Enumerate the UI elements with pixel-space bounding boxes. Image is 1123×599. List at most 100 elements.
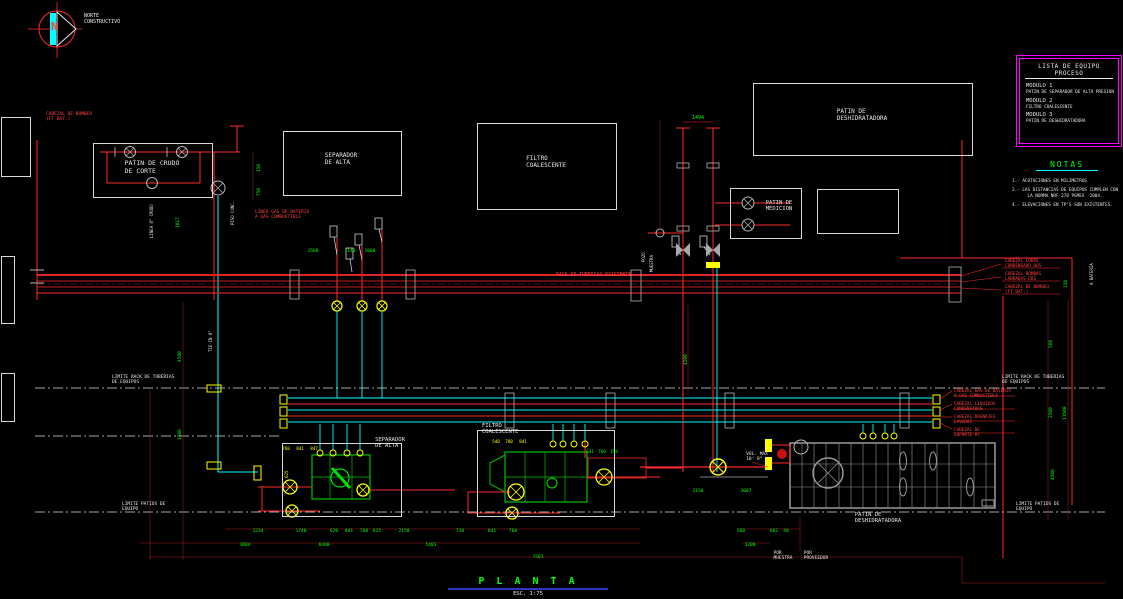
filter-elev-outline	[477, 123, 617, 210]
dim: 4500	[684, 354, 689, 365]
dim: 1234	[252, 529, 264, 534]
separator-skid	[258, 424, 455, 518]
dehydrator-outline	[753, 83, 973, 156]
notes-underline	[1036, 170, 1098, 171]
separator-skid-outline	[282, 443, 402, 517]
north-label: NORTE CONSTRUCTIVO	[84, 13, 121, 25]
dim: 662	[769, 529, 779, 534]
dehydrator-label: PATIN DE DESHIDRATADORA	[836, 108, 888, 123]
header-pump-left: CABEZAL DE BOMBEO (FT BAT.)	[46, 112, 93, 123]
lower-pipe-rack	[279, 390, 1015, 434]
metering-label: PATIN DE MEDICION	[765, 200, 793, 213]
north-n: N	[51, 20, 58, 33]
equipment-name: PATIN DE SEPARADOR DE ALTA PRESION	[1026, 90, 1114, 95]
dim: 780	[505, 439, 513, 444]
dim: 3200	[744, 543, 756, 548]
left-edge-box-3	[1, 373, 15, 422]
sample-label: MUESTRA	[649, 255, 654, 272]
equipment-list-title: LISTA DE EQUIPO PROCESO	[1025, 63, 1113, 79]
dim: 540	[492, 439, 500, 444]
header-pumps: CABEZAL BOMBAS LABRADAS DOS	[1005, 272, 1042, 283]
right-header-lines	[900, 140, 1073, 558]
vendor-point-label: POR PROVEEDOR	[803, 551, 829, 562]
separator-elev-label: SEPARADOR DE ALTA	[324, 152, 358, 167]
dim: 3004	[239, 543, 251, 548]
dim: 1000	[364, 249, 376, 254]
dim: 841	[344, 529, 354, 534]
dim: 760	[282, 446, 290, 451]
note-line: 1.- ACOTACIONES EN MILIMETROS	[1012, 179, 1088, 184]
well-label: POZO	[641, 252, 646, 262]
equipment-name: PATIN DE DESHIDRATADORA	[1026, 119, 1086, 124]
centerlines	[35, 387, 1105, 513]
battery-label: A BATERIA	[1089, 263, 1094, 285]
dim: 1494	[691, 115, 705, 121]
dim: 760	[359, 529, 369, 534]
aux-equipment-outline	[817, 189, 899, 234]
dim: 760	[598, 450, 606, 455]
note-line: 4.- ELEVACIONES EN TP'S SON EXISTENTES.	[1012, 203, 1113, 209]
dim: 150	[1064, 279, 1069, 288]
separator-elev-outline	[283, 131, 402, 196]
dim: 625	[372, 529, 382, 534]
crude-skid-piping	[100, 125, 262, 481]
dim: 1740	[295, 529, 307, 534]
dim: 738	[455, 529, 465, 534]
tiein-label: TIE-IN 8"	[208, 330, 213, 352]
riser-pipes	[648, 121, 720, 472]
dim: 1140	[344, 249, 356, 254]
dim: 760	[508, 529, 518, 534]
sample-point-label: POR MUESTRA	[773, 551, 793, 562]
dim: 847	[310, 446, 318, 451]
separator-skid-label: SEPARADOR DE ALTA	[375, 437, 405, 450]
limit-rack-right: LIMITE RACK DE TUBERIAS DE EQUIPOS	[1002, 375, 1065, 386]
dim: 3007	[740, 489, 752, 494]
dim: 1500	[178, 429, 183, 440]
dim: 7501	[532, 555, 544, 560]
pump-piping	[640, 439, 809, 478]
header-support: CABEZAL DE SOPORTE #7	[954, 428, 980, 439]
dim: 5401	[425, 543, 437, 548]
north-arrow-icon	[28, 2, 82, 58]
title-block: P L A N T A ESC. 1:75	[448, 576, 608, 597]
main-pipe-rack	[37, 263, 1060, 303]
dim: 841	[487, 529, 497, 534]
metering-skid-outline	[730, 188, 802, 239]
gas-line-label: LINEA GAS DE BATERIA A GAS COMBUSTIBLE	[255, 210, 310, 221]
crude-skid-outline	[93, 143, 213, 198]
header-sludge: CABEZAL LODOS CONDENSADO DOS	[1005, 259, 1042, 270]
dim: 40	[783, 529, 789, 534]
limit-yard-left: LIMITE PATIOS DE EQUIPO	[122, 502, 166, 513]
limit-yard-right: LIMITE PATIOS DE EQUIPO	[1016, 502, 1060, 513]
equipment-module: MODULO 2	[1026, 97, 1053, 104]
dim: 2150	[692, 489, 704, 494]
dim: 560	[1049, 339, 1054, 348]
left-edge-box-2	[1, 256, 15, 324]
crude-line-label: LINEA 8" CRUDO	[149, 204, 154, 238]
drawing-title: P L A N T A	[478, 576, 578, 587]
dim: 625	[284, 470, 289, 478]
equipment-module: MODULO 1	[1026, 83, 1053, 89]
dim: 620	[329, 529, 339, 534]
dim: 841	[296, 446, 304, 451]
dim: 560	[736, 529, 746, 534]
title-underline	[448, 588, 608, 590]
volume-tag: VOL. MAX 10' 0"	[746, 452, 768, 463]
dim: 2500	[1049, 407, 1054, 418]
dehydrator-skid	[789, 424, 996, 509]
equipment-name: FILTRO COALESCENTE	[1026, 104, 1073, 110]
notes-list: 1.- ACOTACIONES EN MILIMETROS 2.- LAS DIS…	[1012, 179, 1122, 209]
equipment-module: MODULO 3	[1026, 112, 1053, 118]
header-drains: CABEZAL DRENAJES LAVADOS	[954, 415, 996, 426]
filter-skid-outline	[477, 430, 615, 517]
note-line: 2.- LAS DISTANCIAS DE EQUIPOS CUMPLEN CO…	[1012, 188, 1119, 199]
floor-label: PISO CONC.	[230, 200, 235, 225]
header-pump-right: CABEZAL DE BOMBEO (FT BAT.)	[1005, 285, 1049, 296]
filter-skid	[467, 424, 683, 520]
